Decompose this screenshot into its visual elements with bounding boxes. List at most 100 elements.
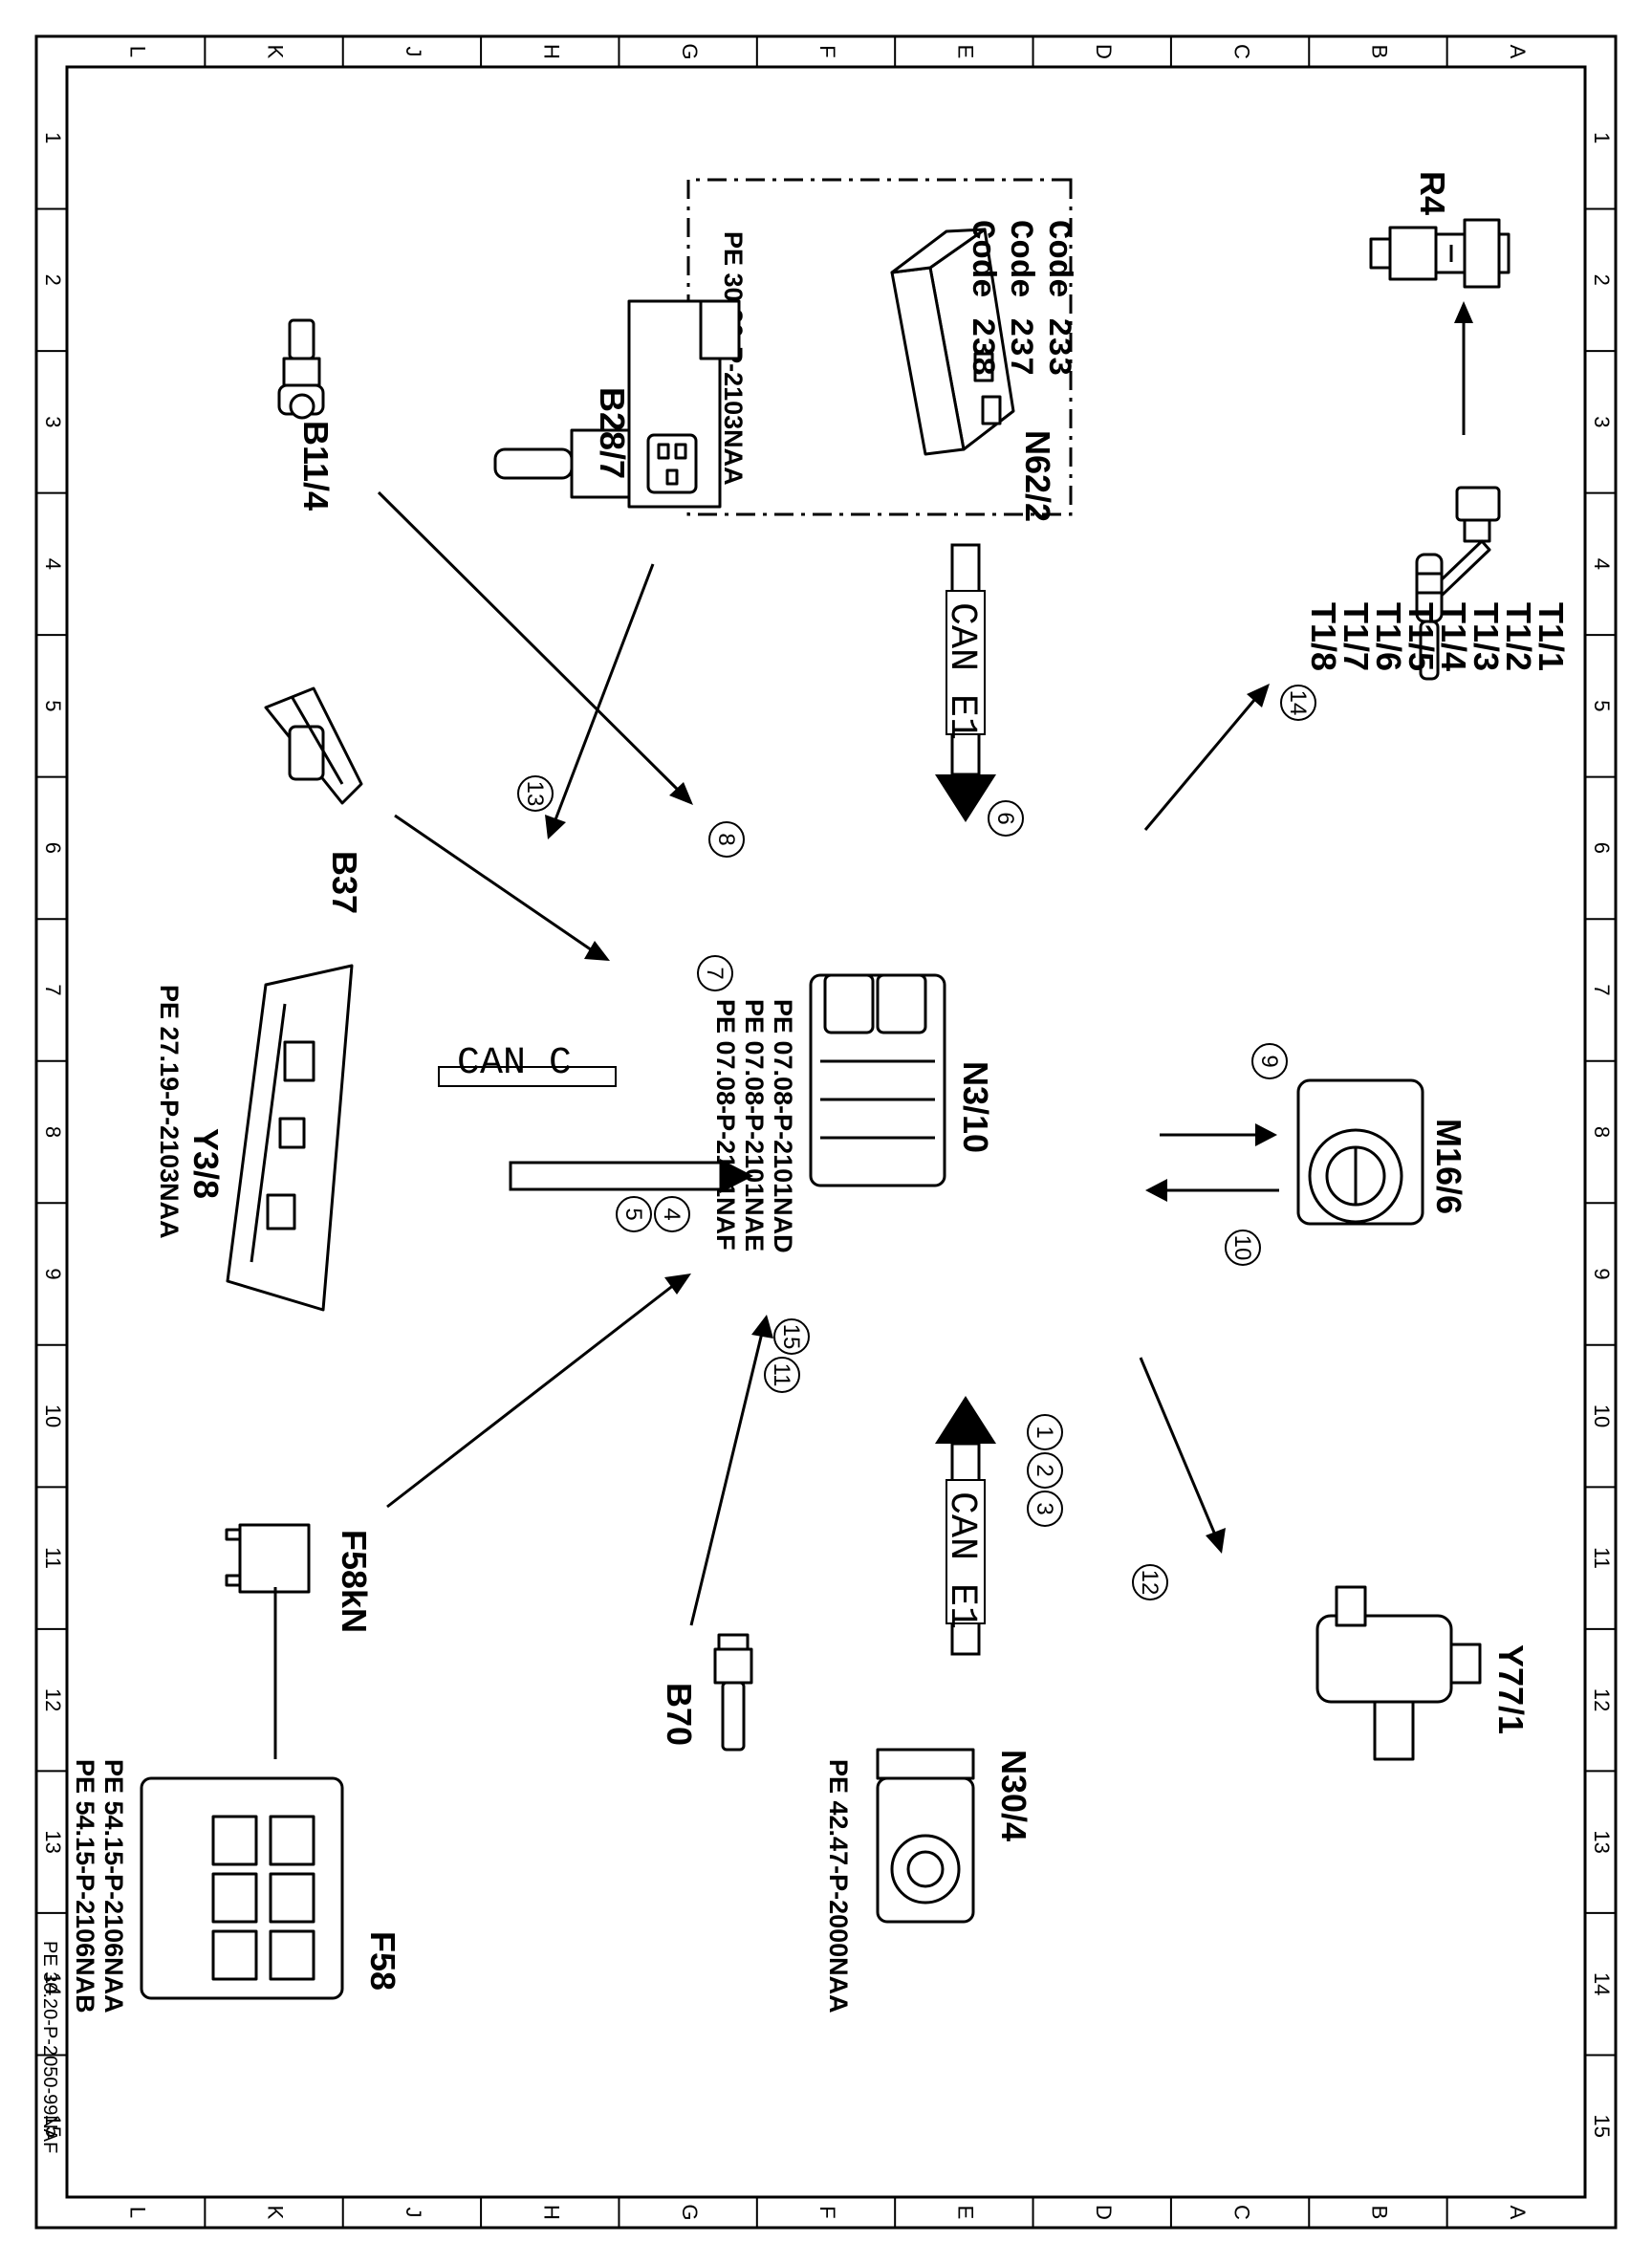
relay-f58kn — [225, 1523, 311, 1594]
svg-text:8: 8 — [713, 833, 739, 845]
grid-column-label-top: H — [539, 44, 563, 59]
grid-row-label-right: 6 — [1590, 842, 1614, 854]
label-t1-2: T1/2 — [1499, 602, 1538, 671]
grid-column-label-top: E — [954, 45, 978, 59]
grid-row-label-left: 12 — [41, 1688, 65, 1711]
signal-1 — [1027, 1414, 1063, 1450]
label-b28-7: B28/7 — [593, 387, 632, 479]
signal-6 — [988, 800, 1024, 837]
grid-row-label-left: 6 — [41, 842, 65, 854]
n62-2-code-237: Code 237 — [1001, 220, 1037, 376]
label-b37: B37 — [325, 851, 364, 914]
signal-3 — [1027, 1491, 1063, 1527]
svg-text:12: 12 — [1137, 1570, 1163, 1596]
grid-row-label-left: 1 — [41, 132, 65, 143]
grid-column-label-bottom: D — [1092, 2205, 1116, 2220]
grid-row-label-right: 10 — [1590, 1404, 1614, 1427]
label-t1-7: T1/7 — [1337, 602, 1376, 671]
pedal-sensor-b37 — [264, 686, 363, 805]
svg-text:15: 15 — [778, 1324, 804, 1350]
label-t1-5: T1/5 — [1402, 602, 1441, 671]
engine-ecu-n3-10 — [809, 973, 946, 1187]
label-t1-6: T1/6 — [1369, 602, 1408, 671]
grid-row-label-right: 8 — [1590, 1126, 1614, 1138]
grid-row-label-right: 13 — [1590, 1830, 1614, 1853]
boost-pressure-valve-y77-1 — [1315, 1585, 1482, 1761]
arrow-f58kn-to-n3-10 — [386, 1279, 680, 1509]
n30-4-reference: PE 42.47-P-2000NAA — [824, 1759, 853, 2014]
grid-row-label-left: 15 — [41, 2114, 65, 2137]
arrow-b70-to-n3-10 — [689, 1328, 765, 1626]
can-c-bus — [509, 1161, 723, 1191]
label-t1-8: T1/8 — [1304, 602, 1343, 671]
grid-row-label-left: 3 — [41, 416, 65, 427]
label-n30-4: N30/4 — [994, 1750, 1033, 1841]
svg-text:10: 10 — [1229, 1235, 1255, 1261]
signal-10 — [1225, 1230, 1261, 1266]
grid-column-label-top: J — [402, 47, 425, 57]
n3-10-ref-nad: PE 07.08-P-2101NAD — [769, 999, 797, 1253]
arrow-b11-4-to-n3-10 — [377, 490, 684, 795]
grid-row-label-right: 12 — [1590, 1688, 1614, 1711]
y3-8-reference: PE 27.19-P-2103NAA — [155, 985, 184, 1239]
inner-frame — [65, 65, 1587, 2199]
arrow-b37-to-n3-10 — [394, 814, 598, 956]
grid-column-label-top: C — [1229, 44, 1253, 59]
svg-text:5: 5 — [620, 1208, 646, 1220]
label-f58kn: F58kN — [335, 1530, 374, 1633]
grid-column-label-top: A — [1506, 45, 1530, 59]
crankshaft-sensor-b70 — [713, 1633, 753, 1752]
label-t1-1: T1/1 — [1532, 602, 1571, 671]
signal-5 — [616, 1196, 652, 1232]
n62-2-code-233: Code 233 — [1039, 220, 1076, 376]
arrow-n3-10-to-y77-1 — [1139, 1357, 1219, 1540]
label-r4: R4 — [1413, 171, 1452, 215]
sheet-identifier: PE 30.20-P-2050-99NAF — [39, 1941, 60, 2153]
control-unit-n62-2 — [890, 228, 1015, 456]
grid-row-label-left: 9 — [41, 1268, 65, 1279]
grid-row-label-right: 15 — [1590, 2114, 1614, 2137]
grid-row-label-right: 2 — [1590, 274, 1614, 286]
f58-ref-naa: PE 54.15-P-2106NAA — [99, 1759, 128, 2014]
label-can-c: CAN C — [457, 1042, 572, 1085]
label-can-e1-top: CAN E1 — [940, 602, 983, 740]
svg-text:1: 1 — [1032, 1426, 1057, 1438]
svg-text:2: 2 — [1032, 1464, 1057, 1476]
label-t1-3: T1/3 — [1467, 602, 1506, 671]
grid-column-label-top: G — [678, 43, 702, 59]
fuse-box-f58 — [140, 1776, 344, 2000]
signal-8 — [708, 821, 745, 858]
transmission-controller-y3-8 — [226, 964, 354, 1312]
grid-column-label-bottom: B — [1368, 2206, 1392, 2220]
grid-row-label-left: 4 — [41, 558, 65, 570]
signal-11 — [764, 1357, 800, 1393]
grid-row-label-right: 7 — [1590, 984, 1614, 995]
label-m16-6: M16/6 — [1429, 1119, 1468, 1214]
signal-13 — [517, 775, 554, 812]
grid-column-label-bottom: C — [1229, 2205, 1253, 2220]
esp-control-unit-n30-4 — [876, 1748, 975, 1924]
grid-column-label-top: F — [815, 45, 839, 57]
arrow-n3-10-to-t1 — [1143, 692, 1262, 831]
grid-column-label-bottom: J — [402, 2208, 425, 2218]
svg-text:14: 14 — [1285, 690, 1311, 716]
grid-row-label-left: 10 — [41, 1404, 65, 1427]
grid-row-label-left: 13 — [41, 1830, 65, 1853]
grid-column-label-bottom: H — [539, 2205, 563, 2220]
outer-frame — [34, 34, 1618, 2230]
grid-column-label-top: L — [125, 46, 149, 57]
svg-text:4: 4 — [659, 1208, 685, 1220]
grid-row-label-left: 8 — [41, 1126, 65, 1138]
signal-12 — [1132, 1564, 1168, 1600]
svg-text:13: 13 — [522, 781, 548, 807]
n3-10-ref-nae: PE 07.08-P-2101NAE — [740, 999, 769, 1252]
grid-column-label-bottom: L — [125, 2207, 149, 2218]
label-b11-4: B11/4 — [296, 421, 336, 511]
label-t1-4: T1/4 — [1434, 602, 1473, 671]
svg-text:6: 6 — [992, 812, 1018, 824]
coolant-sensor-b11-4 — [277, 318, 325, 420]
spark-plug-r4 — [1369, 218, 1511, 289]
grid-column-label-top: B — [1368, 45, 1392, 59]
